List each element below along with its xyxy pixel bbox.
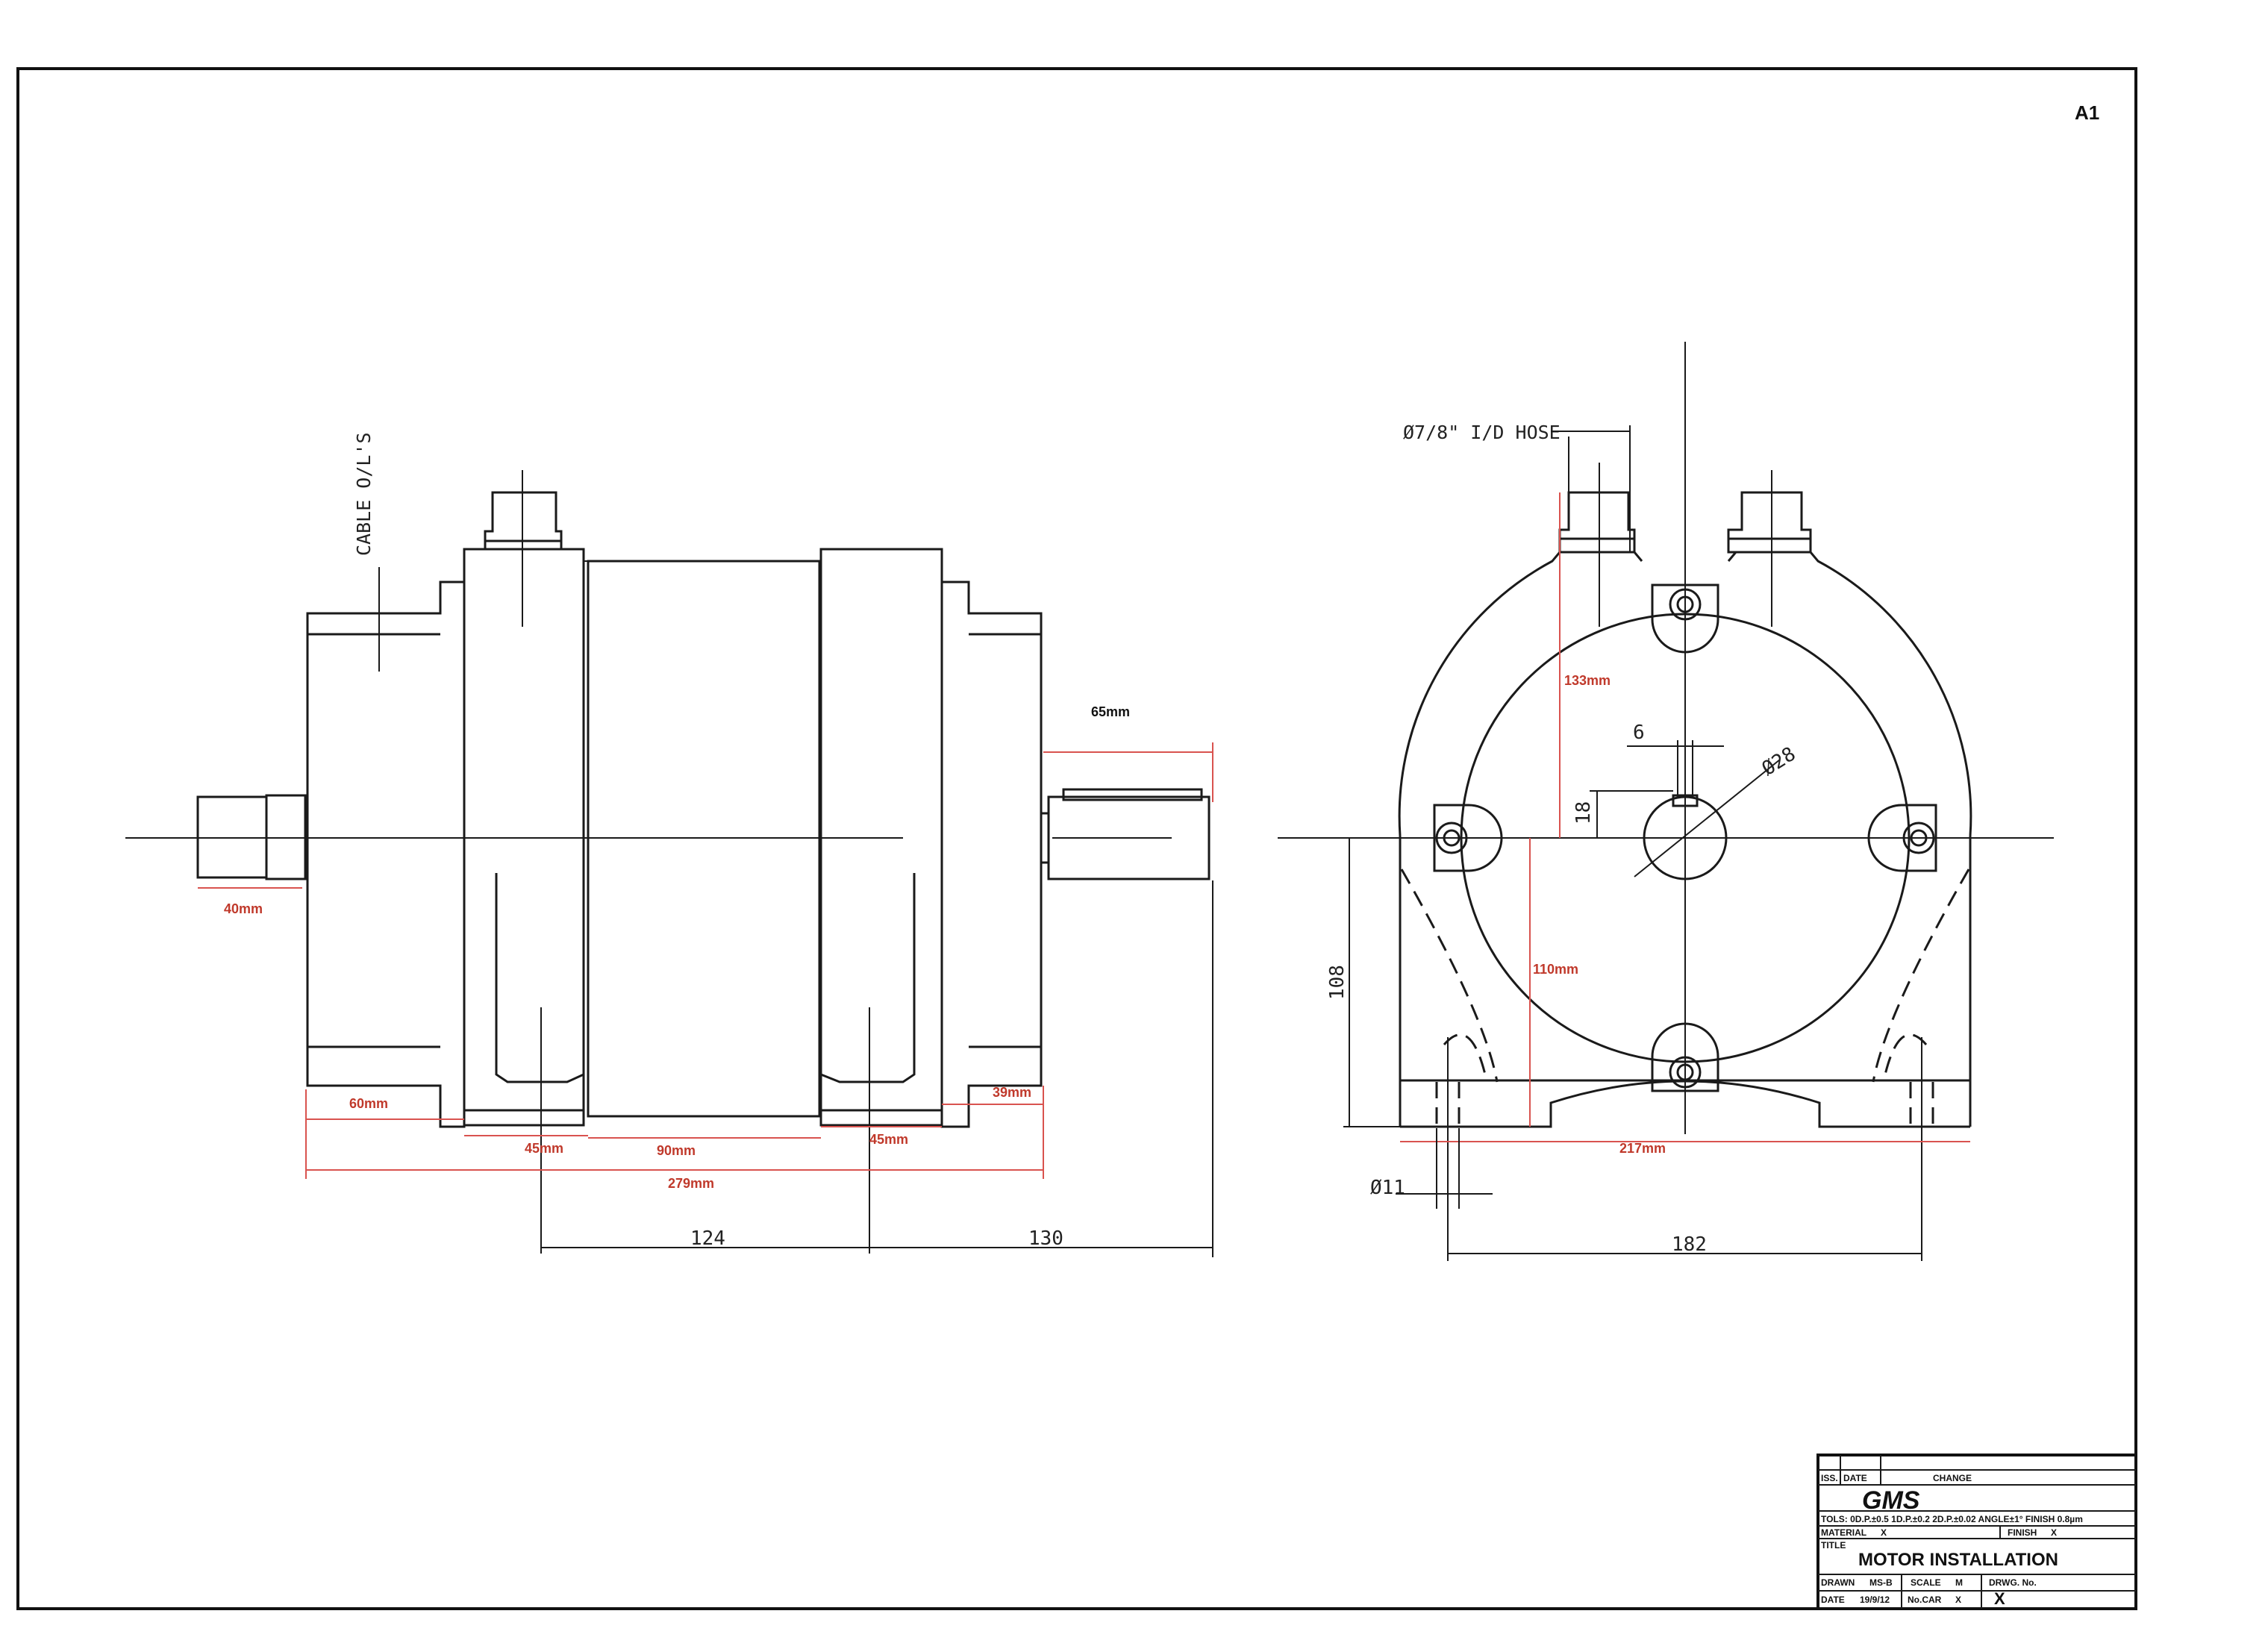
tb-title-value: MOTOR INSTALLATION — [1858, 1550, 2058, 1570]
right-end-cap — [940, 581, 1043, 1128]
dim-39mm: 39mm — [993, 1085, 1031, 1100]
dim-90mm: 90mm — [657, 1143, 696, 1158]
sheet-border — [16, 67, 2137, 1610]
dim-279mm: 279mm — [668, 1176, 714, 1191]
left-end-cap — [306, 581, 466, 1128]
tb-material-label: MATERIAL — [1821, 1527, 1866, 1538]
lug-right — [1867, 804, 1937, 872]
tb-title-label: TITLE — [1821, 1540, 1846, 1551]
side-view: CABLE O/L'S 40mm 60mm 45mm 90mm 45mm 39m… — [125, 432, 1213, 1257]
sheet-size-label: A1 — [2075, 101, 2099, 124]
tb-date2-label: DATE — [1821, 1595, 1845, 1605]
tb-drawn-label: DRAWN — [1821, 1577, 1855, 1588]
dim-182: 182 — [1672, 1233, 1707, 1256]
tb-scale-label: SCALE — [1911, 1577, 1941, 1588]
tb-scale-value: M — [1955, 1577, 1963, 1588]
motor-body — [587, 560, 821, 1118]
dim-diameter-28: Ø28 — [1758, 743, 1800, 780]
tb-nocar-value: X — [1955, 1595, 1961, 1605]
dim-110mm: 110mm — [1533, 962, 1578, 977]
tb-change-label: CHANGE — [1933, 1473, 1972, 1483]
right-shaft — [1047, 795, 1210, 880]
tb-tolerances: TOLS: 0D.P.±0.5 1D.P.±0.2 2D.P.±0.02 ANG… — [1821, 1514, 2083, 1524]
dim-108: 108 — [1326, 965, 1349, 1000]
dim-217mm: 217mm — [1619, 1141, 1666, 1156]
shaft-bore — [1643, 795, 1728, 880]
lug-bottom — [1651, 1022, 1719, 1092]
tb-drwg-label: DRWG. No. — [1989, 1577, 2037, 1588]
dim-45mm-right: 45mm — [869, 1132, 908, 1147]
left-hose-port — [484, 491, 563, 551]
end-view: Ø7/8" I/D HOSE 6 18 Ø28 133mm 110mm 217m… — [1278, 342, 2054, 1261]
dim-60mm: 60mm — [349, 1096, 388, 1111]
dim-40mm: 40mm — [224, 901, 263, 916]
outer-housing — [1398, 551, 1972, 836]
cable-note: CABLE O/L'S — [353, 432, 375, 556]
tb-date-label: DATE — [1843, 1473, 1867, 1483]
dim-130: 130 — [1028, 1227, 1063, 1250]
lug-top — [1651, 583, 1719, 654]
lug-left — [1433, 804, 1503, 872]
tb-logo: GMS — [1862, 1486, 1920, 1515]
dim-18: 18 — [1572, 801, 1595, 824]
dim-133mm: 133mm — [1564, 673, 1611, 688]
dim-124: 124 — [690, 1227, 725, 1250]
hose-note: Ø7/8" I/D HOSE — [1403, 422, 1561, 443]
title-block: ISS. DATE CHANGE GMS TOLS: 0D.P.±0.5 1D.… — [1816, 1454, 2137, 1610]
tb-material-value: X — [1881, 1527, 1887, 1538]
tb-date2-value: 19/9/12 — [1860, 1595, 1890, 1605]
dim-diameter-11: Ø11 — [1370, 1177, 1405, 1199]
dim-45mm-left: 45mm — [525, 1141, 563, 1156]
tb-finish-value: X — [2051, 1527, 2057, 1538]
hose-port-right — [1727, 491, 1812, 554]
tb-finish-label: FINISH — [2008, 1527, 2037, 1538]
dim-65mm: 65mm — [1091, 704, 1130, 719]
dim-6: 6 — [1633, 722, 1645, 744]
tb-nocar-label: No.CAR — [1908, 1595, 1942, 1605]
tb-drawn-value: MS-B — [1869, 1577, 1893, 1588]
tb-iss-label: ISS. — [1821, 1473, 1838, 1483]
tb-drwg-value: X — [1994, 1589, 2005, 1608]
hose-port-left — [1558, 491, 1636, 554]
stator-circle — [1460, 613, 1911, 1063]
